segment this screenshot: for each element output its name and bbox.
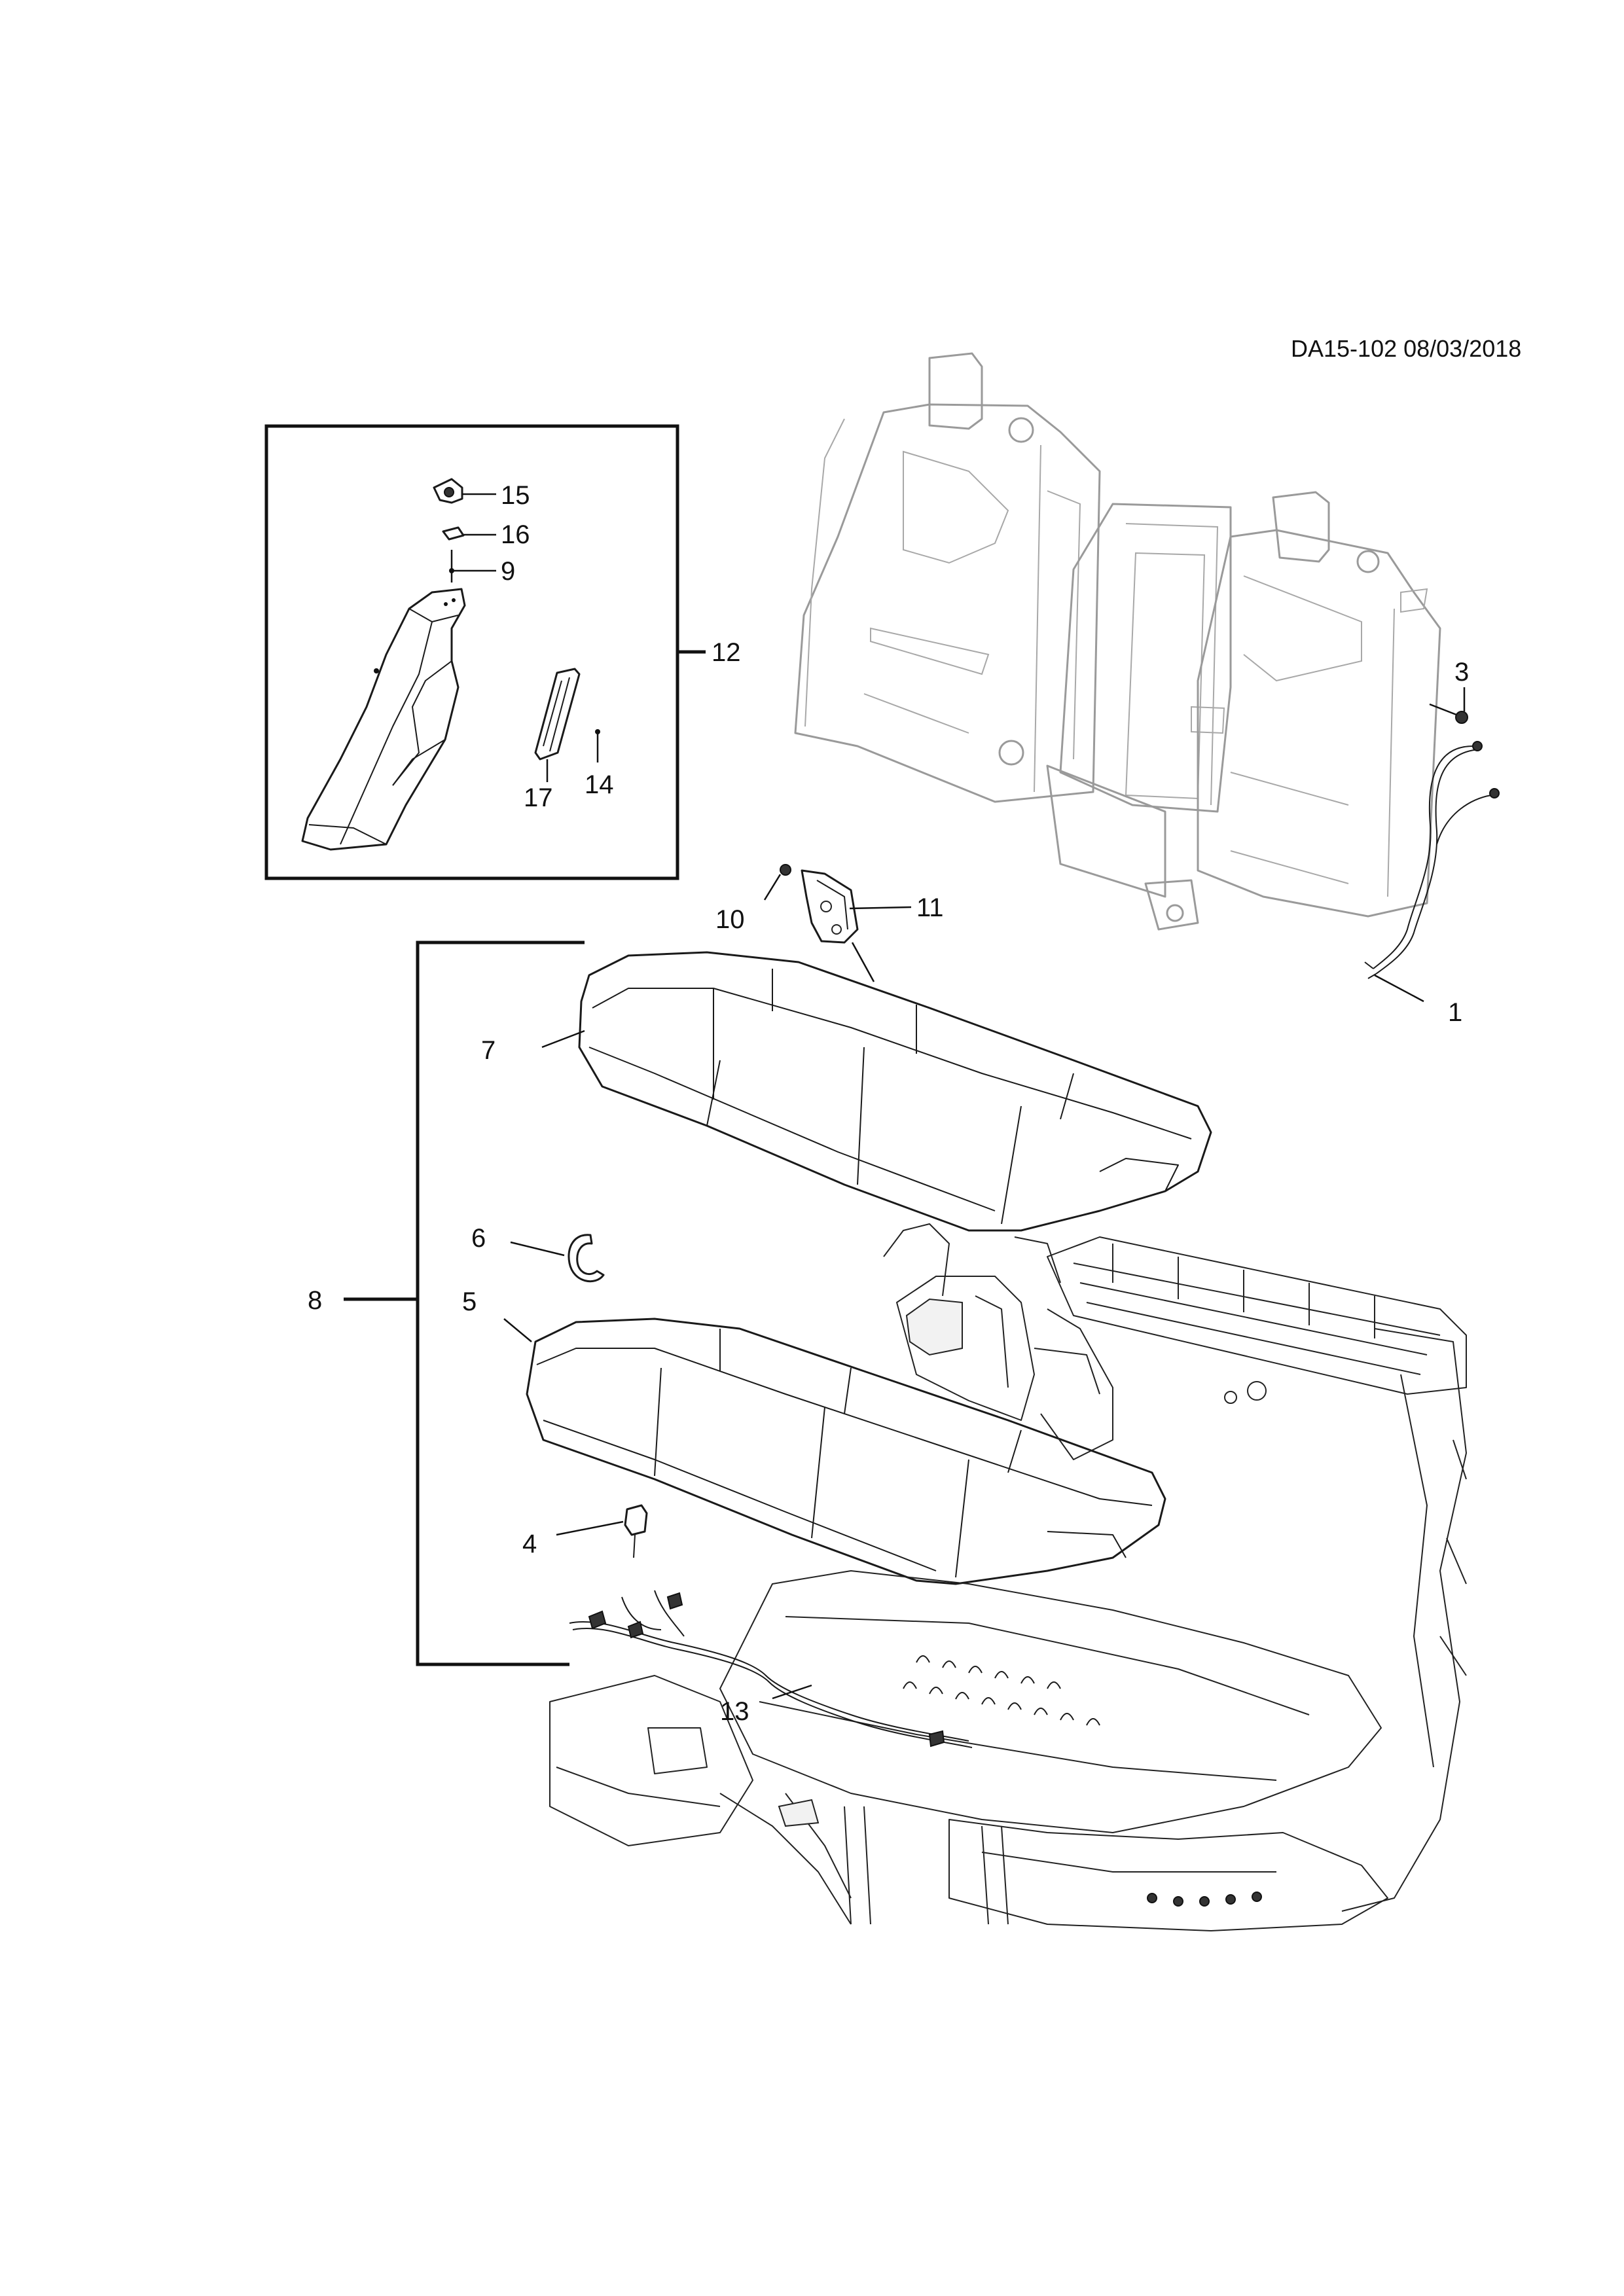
callout-17: 17 [524, 783, 553, 812]
part-1-wire-harness: 1 [1364, 741, 1500, 1027]
vehicle-floor-structure [549, 1223, 1467, 1931]
part-6-hog-ring: 6 [471, 1224, 605, 1283]
part-15-clip: 15 [433, 478, 530, 510]
callout-12: 12 [712, 638, 741, 667]
callout-9: 9 [501, 557, 515, 586]
callout-11: 11 [916, 893, 944, 922]
callout-14: 14 [585, 770, 614, 799]
part-3-nut: 3 [1429, 658, 1469, 724]
part-4-clip: 4 [522, 1504, 648, 1558]
callout-5: 5 [462, 1287, 477, 1316]
seat-back-left-ghost [794, 352, 1101, 803]
callout-3: 3 [1454, 658, 1469, 687]
callout-7: 7 [481, 1036, 496, 1065]
seat-side-bolster-panel [301, 588, 466, 851]
callout-6: 6 [471, 1224, 486, 1253]
seat-back-right-ghost [1144, 491, 1441, 931]
callout-4: 4 [522, 1530, 537, 1558]
callout-15: 15 [501, 481, 530, 510]
bracket-item-8: 8 [308, 941, 585, 1666]
part-14-fastener: 14 [585, 729, 614, 799]
part-7-seat-cushion-cover: 7 [481, 951, 1212, 1232]
callout-1: 1 [1448, 998, 1462, 1027]
part-17-pad: 17 [524, 668, 581, 812]
callout-13: 13 [720, 1697, 749, 1726]
inset-box-item-12: 12 [264, 424, 741, 880]
part-5-seat-cushion-pad: 5 [462, 1287, 1166, 1585]
part-13-floor-wiring-harness: 13 [569, 1590, 973, 1748]
part-10-bolt: 10 [715, 864, 791, 934]
part-11-bracket: 11 [801, 869, 944, 982]
part-9-screw: 9 [449, 550, 515, 586]
callout-8: 8 [308, 1286, 322, 1315]
callout-10: 10 [715, 905, 745, 934]
callout-16: 16 [501, 520, 530, 549]
document-id-date: DA15-102 08/03/2018 [1291, 335, 1521, 362]
part-16-retainer: 16 [442, 520, 530, 549]
